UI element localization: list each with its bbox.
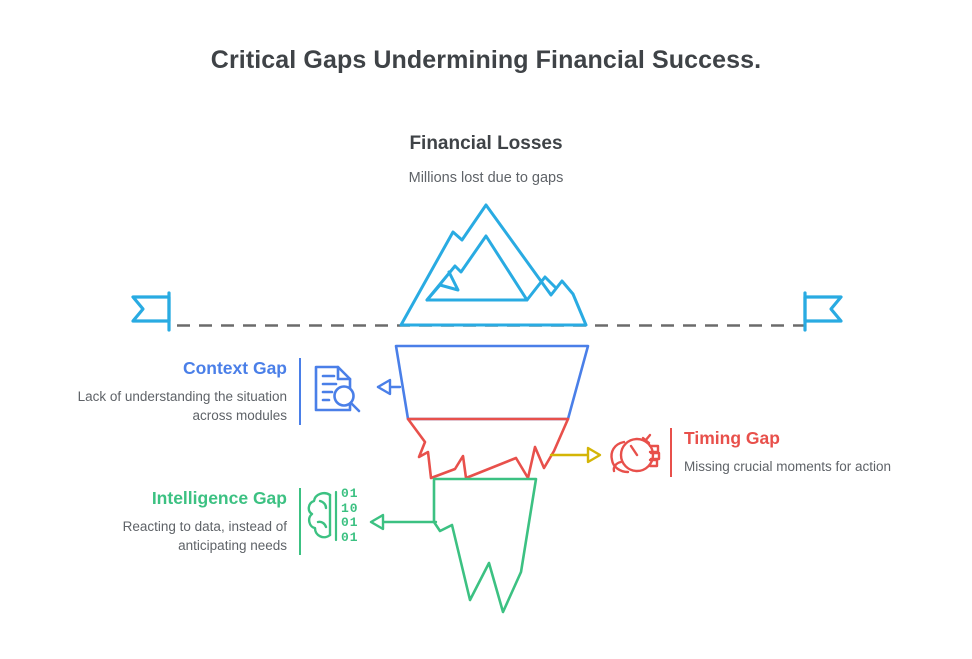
- connector-arrow-context: [376, 378, 402, 396]
- gap-heading-intelligence: Intelligence Gap: [151, 488, 287, 508]
- gap-description-timing: Missing crucial moments for action: [684, 458, 930, 477]
- hand-stopwatch-icon: [610, 433, 661, 474]
- gap-description-context: Lack of understanding the situation acro…: [46, 388, 287, 425]
- binary-row-1: 01: [341, 486, 359, 501]
- page-title: Critical Gaps Undermining Financial Succ…: [210, 46, 762, 74]
- gap-block-context: Context Gap Lack of understanding the si…: [46, 358, 301, 426]
- gap-accent-rule-context: [299, 358, 301, 426]
- gap-description-line: Missing crucial moments for action: [684, 459, 892, 474]
- binary-row-2: 10: [341, 500, 359, 516]
- gap-heading-context: Context Gap: [182, 358, 287, 378]
- gap-accent-rule-timing: [670, 428, 672, 477]
- brain-binary-icon: [307, 490, 338, 542]
- document-search-icon: [314, 365, 361, 413]
- iceberg-layer-timing: [406, 417, 570, 480]
- gap-accent-rule-intelligence: [299, 488, 301, 556]
- binary-row-4: 01: [341, 529, 359, 545]
- gap-description-intelligence: Reacting to data, instead of anticipatin…: [46, 518, 287, 555]
- peak-heading: Financial Losses: [409, 133, 563, 154]
- flag-icon-right: [803, 291, 843, 332]
- flag-icon-left: [131, 291, 171, 332]
- gap-description-line: Reacting to data, instead of: [122, 519, 287, 534]
- gap-description-line: Lack of understanding the situation: [77, 389, 287, 404]
- gap-heading-timing: Timing Gap: [684, 428, 780, 448]
- binary-row-3: 01: [341, 515, 359, 530]
- brain-binary-digits: 01 10 01 01: [341, 486, 387, 545]
- gap-description-line: across modules: [192, 407, 287, 423]
- gap-block-timing: Timing Gap Missing crucial moments for a…: [670, 428, 930, 477]
- iceberg-layer-intelligence: [432, 477, 538, 614]
- connector-arrow-timing: [549, 446, 602, 464]
- connector-arrow-intelligence: [369, 513, 438, 531]
- iceberg-layer-context: [394, 344, 590, 421]
- gap-block-intelligence: Intelligence Gap Reacting to data, inste…: [46, 488, 301, 556]
- peak-subheading: Millions lost due to gaps: [408, 170, 564, 186]
- iceberg-tip-mountain: [399, 203, 588, 327]
- gap-description-line: anticipating needs: [178, 537, 287, 553]
